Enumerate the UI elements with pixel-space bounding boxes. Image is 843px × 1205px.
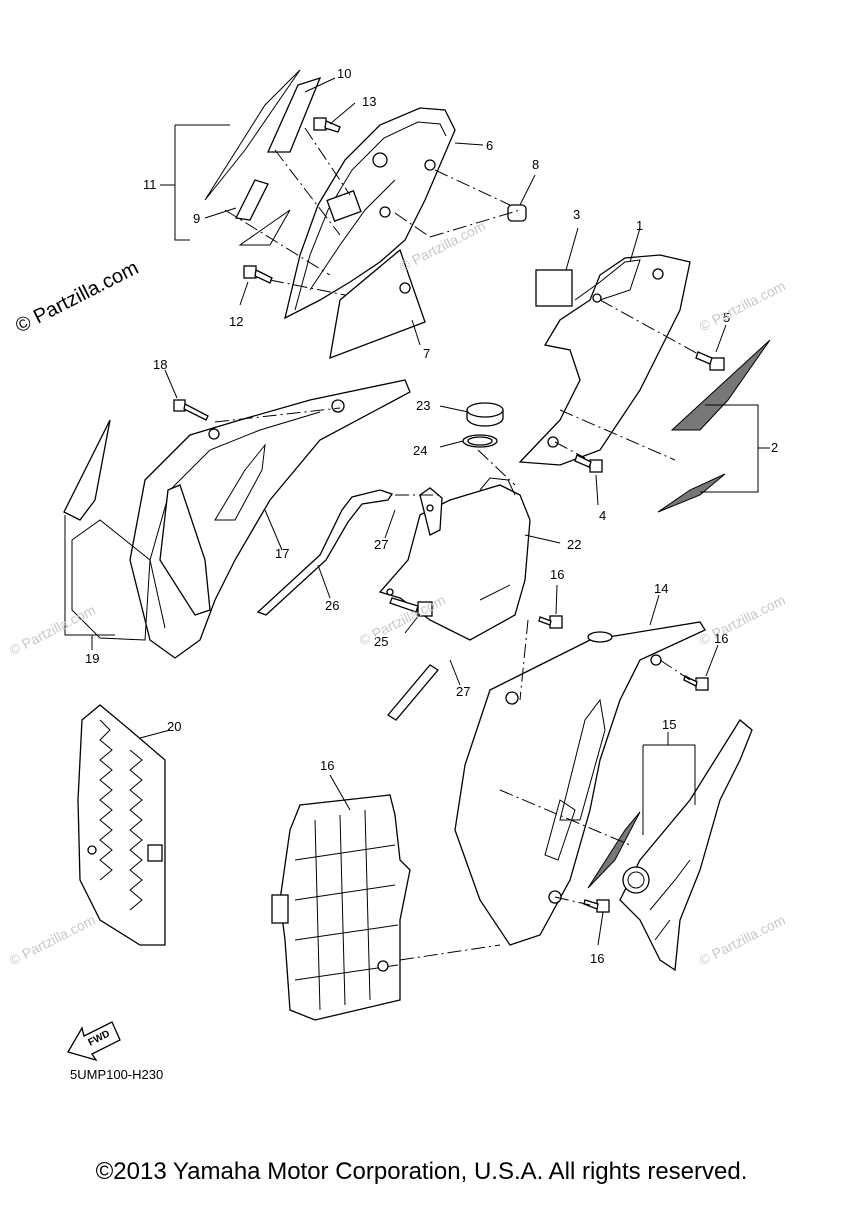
diagram-code: 5UMP100-H230 xyxy=(70,1067,164,1082)
callout-21: 20 xyxy=(167,719,182,734)
sticker-3 xyxy=(535,269,573,307)
bolt-16-a xyxy=(538,615,563,629)
bolt-5 xyxy=(695,351,725,371)
hose-26 xyxy=(256,489,394,616)
fwd-arrow xyxy=(67,1021,121,1062)
callout-16-c: 16 xyxy=(590,951,605,966)
callout-20: 18 xyxy=(153,357,168,372)
cap-23 xyxy=(466,402,504,427)
callout-6: 6 xyxy=(486,138,494,153)
shroud-18 xyxy=(129,379,411,659)
bolt-20 xyxy=(173,399,209,421)
collar-8 xyxy=(507,204,527,222)
callout-9: 9 xyxy=(193,211,201,226)
side-cover-6 xyxy=(284,107,456,320)
decal-2 xyxy=(657,339,771,513)
radiator-guard-17 xyxy=(271,794,411,1021)
copyright-notice: ©2013 Yamaha Motor Corporation, U.S.A. A… xyxy=(95,1158,748,1185)
bolt-16-c xyxy=(583,899,610,913)
callout-25: 25 xyxy=(374,634,389,649)
callout-14: 14 xyxy=(654,581,669,596)
callout-3: 3 xyxy=(573,207,581,222)
callout-8: 8 xyxy=(532,157,540,172)
bolt-13 xyxy=(313,117,341,133)
center-lines xyxy=(214,127,701,961)
callout-10: 10 xyxy=(337,66,352,81)
callout-5: 5 xyxy=(723,310,731,325)
shroud-14 xyxy=(454,621,706,946)
radiator-guard-21 xyxy=(77,704,166,946)
decal-10 xyxy=(204,69,322,201)
callout-12: 12 xyxy=(229,314,244,329)
callout-18: 17 xyxy=(275,546,290,561)
callout-22: 22 xyxy=(567,537,582,552)
callout-11: 11 xyxy=(143,177,157,192)
callout-2: 2 xyxy=(771,440,779,455)
callout-7: 7 xyxy=(423,346,431,361)
callout-16-b: 16 xyxy=(714,631,729,646)
leader-lines xyxy=(64,77,770,946)
hose-lower xyxy=(387,664,439,721)
callout-13: 13 xyxy=(362,94,377,109)
bolt-12 xyxy=(243,265,273,284)
bolt-25 xyxy=(389,597,433,617)
side-cover-1 xyxy=(518,254,691,466)
callout-26: 26 xyxy=(325,598,340,613)
gasket-24 xyxy=(462,434,498,448)
callout-27-b: 27 xyxy=(456,684,471,699)
decal-19 xyxy=(63,419,151,641)
callout-27-a: 27 xyxy=(374,537,389,552)
sheet-7 xyxy=(329,248,426,360)
callout-24: 24 xyxy=(413,443,428,458)
bolt-4 xyxy=(574,454,603,473)
decal-9 xyxy=(235,179,291,246)
callout-15: 15 xyxy=(662,717,677,732)
callout-17: 16 xyxy=(320,758,335,773)
callout-23: 23 xyxy=(416,398,431,413)
callout-1: 1 xyxy=(636,218,644,233)
callout-16-a: 16 xyxy=(550,567,565,582)
callout-4: 4 xyxy=(599,508,607,523)
decal-15 xyxy=(587,719,753,972)
callout-19: 19 xyxy=(85,651,100,666)
